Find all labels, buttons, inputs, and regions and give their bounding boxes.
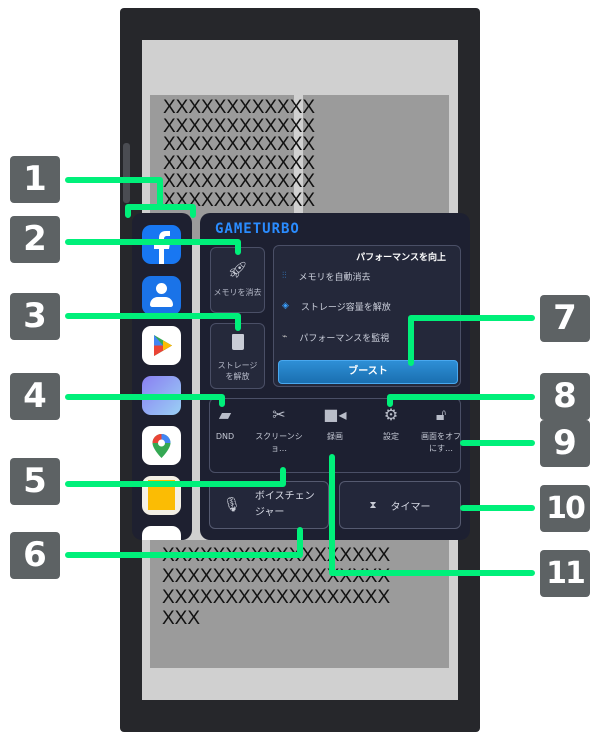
auto-clear-memory-item: メモリを自動消去: [298, 272, 371, 283]
callout-line-2: [65, 239, 241, 255]
free-storage-item: ストレージ容量を解放: [300, 302, 391, 313]
timer-label: タイマー: [390, 501, 431, 513]
screenshot-button[interactable]: ✂ スクリーンショ…: [254, 405, 304, 455]
screen-off-label: 画面をオフにす…: [421, 432, 461, 453]
callout-line-5: [65, 467, 286, 487]
callout-badge-7: 7: [540, 295, 590, 342]
callout-badge-1: 1: [10, 156, 60, 203]
placeholder-text: XXXXXXXXXXXX XXXXXXXXXXXX XXXXXXXXXXXX X…: [163, 97, 316, 211]
performance-title: パフォーマンスを向上: [356, 253, 446, 263]
performance-boost-section: パフォーマンスを向上 ⫶⫶ メモリを自動消去 ◈ ストレージ容量を解放 ⌁ パフォーマ…: [273, 245, 461, 387]
callout-line-3: [65, 313, 241, 331]
record-button[interactable]: ■◂ 録画: [310, 405, 360, 443]
clear-memory-button[interactable]: 🚀︎ メモリを消去: [210, 247, 265, 313]
callout-badge-11: 11: [540, 550, 590, 597]
callout-badge-6: 6: [10, 532, 60, 579]
dnd-icon: ▰: [218, 405, 232, 424]
settings-button[interactable]: ⚙ 設定: [366, 405, 416, 443]
callout-line-6: [65, 527, 303, 558]
screenshot-label: スクリーンショ…: [255, 432, 303, 453]
monitor-performance-item: パフォーマンスを監視: [299, 333, 390, 344]
maps-icon[interactable]: [142, 426, 181, 465]
callout-line-1: [65, 177, 163, 208]
boost-button[interactable]: ブースト: [278, 360, 458, 384]
dnd-button[interactable]: ▰ DND: [200, 405, 250, 443]
voice-changer-label: ボイスチェンジャー: [254, 491, 315, 518]
monitor-icon: ⌁: [282, 332, 288, 342]
side-handle[interactable]: [123, 143, 130, 203]
storage-clean-icon: ◈: [282, 301, 289, 311]
sliders-icon: ⫶⫶: [282, 271, 287, 281]
callout-line-7: [408, 315, 535, 366]
callout-bracket-1: [125, 204, 196, 218]
rocket-icon: 🚀︎: [227, 260, 248, 279]
lock-icon: 🔓︎: [435, 405, 447, 424]
content-image-placeholder: [303, 95, 449, 225]
play-store-icon[interactable]: [142, 326, 181, 365]
callout-badge-9: 9: [540, 420, 590, 467]
microphone-icon: 🎙︎: [223, 497, 241, 513]
video-camera-icon: ■◂: [323, 405, 347, 424]
callout-badge-8: 8: [540, 373, 590, 420]
gear-icon: ⚙: [383, 405, 399, 424]
callout-line-11: [329, 454, 535, 576]
dnd-label: DND: [215, 432, 235, 441]
free-storage-label: ストレージを解放: [217, 361, 258, 381]
clear-memory-label: メモリを消去: [213, 288, 262, 297]
trash-icon: [231, 334, 244, 350]
app-icon-partial[interactable]: [142, 526, 181, 540]
settings-label: 設定: [383, 432, 399, 441]
timer-button[interactable]: ⧗ タイマー: [339, 481, 461, 529]
callout-badge-4: 4: [10, 373, 60, 420]
gameturbo-logo: GAMETURBO: [215, 221, 300, 237]
record-label: 録画: [327, 432, 343, 441]
content-bottom: [150, 540, 449, 668]
contacts-icon[interactable]: [142, 276, 181, 315]
hourglass-icon: ⧗: [369, 499, 377, 511]
callout-badge-10: 10: [540, 485, 590, 532]
scissors-icon: ✂: [272, 405, 286, 424]
callout-line-4: [65, 394, 225, 407]
callout-line-8: [387, 394, 535, 407]
screen-off-button[interactable]: 🔓︎ 画面をオフにす…: [420, 405, 462, 455]
callout-badge-2: 2: [10, 216, 60, 263]
callout-badge-3: 3: [10, 293, 60, 340]
callout-badge-5: 5: [10, 458, 60, 505]
